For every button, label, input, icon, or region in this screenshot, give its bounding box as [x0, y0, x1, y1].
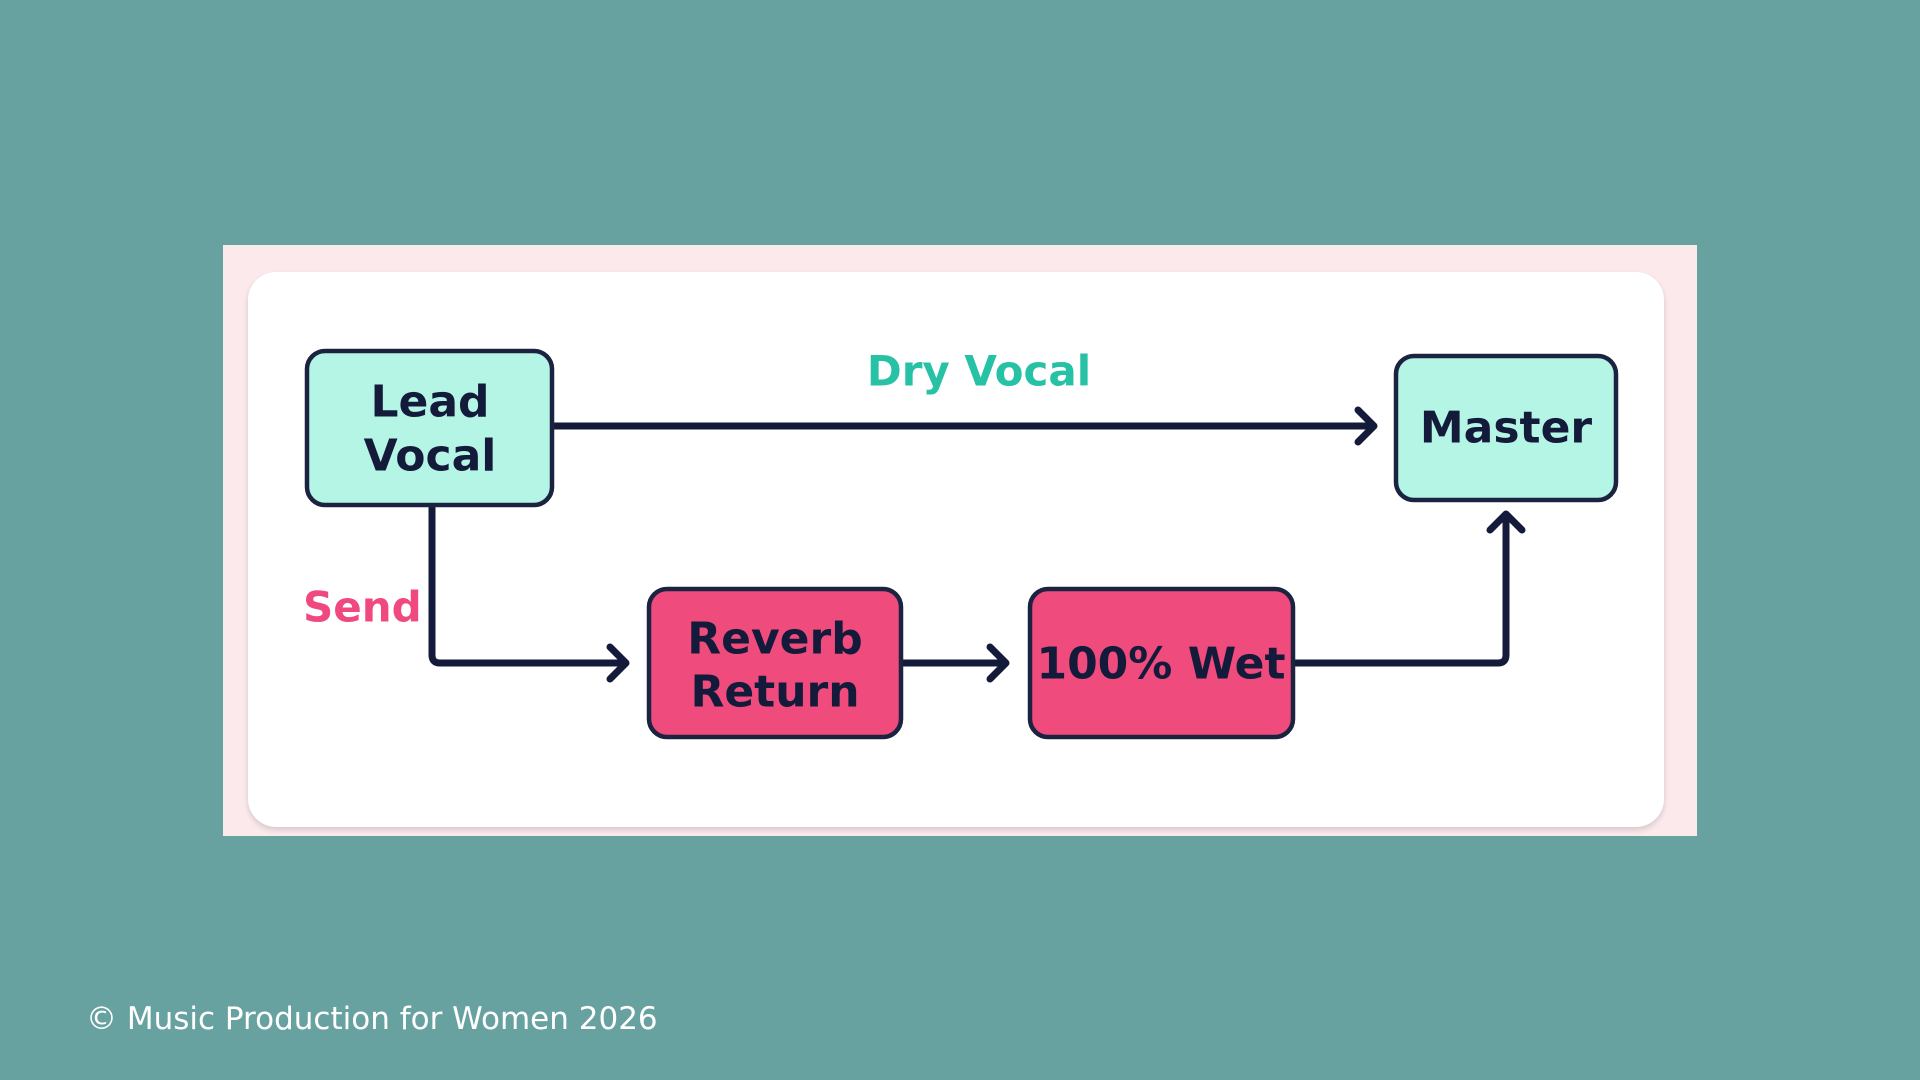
node-reverb-return-line2: Return [690, 667, 859, 718]
node-master-box [1393, 353, 1619, 503]
node-master: Master [1393, 353, 1619, 503]
node-lead-vocal-line2: Vocal [364, 431, 497, 482]
edge-send-arrowhead [606, 643, 630, 683]
node-master-label: Master [1420, 403, 1593, 454]
signal-flow-diagram: Dry Vocal Send Lead Vocal Master Reverb … [303, 347, 1619, 740]
edge-wet-to-master-arrowhead [1486, 510, 1526, 534]
node-reverb-return: Reverb Return [646, 586, 904, 740]
node-wet-label: 100% Wet [1036, 639, 1285, 690]
edge-send [428, 504, 627, 667]
node-lead-vocal-line1: Lead [370, 377, 489, 428]
node-wet-box [1027, 586, 1296, 740]
edge-wet-to-master [1289, 513, 1510, 667]
edge-dry-vocal-arrowhead [1354, 406, 1378, 446]
node-wet: 100% Wet [1027, 586, 1296, 740]
edge-label-dry-vocal: Dry Vocal [867, 347, 1091, 396]
diagram-image: Dry Vocal Send Lead Vocal Master Reverb … [223, 245, 1697, 836]
node-reverb-return-line1: Reverb [687, 614, 862, 665]
node-lead-vocal: Lead Vocal [304, 348, 555, 508]
edge-label-send: Send [303, 583, 422, 632]
node-lead-vocal-box [304, 348, 555, 508]
node-reverb-return-box [646, 586, 904, 740]
copyright-footer: © Music Production for Women 2026 [86, 1001, 658, 1037]
edge-reverb-to-wet-arrowhead [986, 643, 1010, 683]
